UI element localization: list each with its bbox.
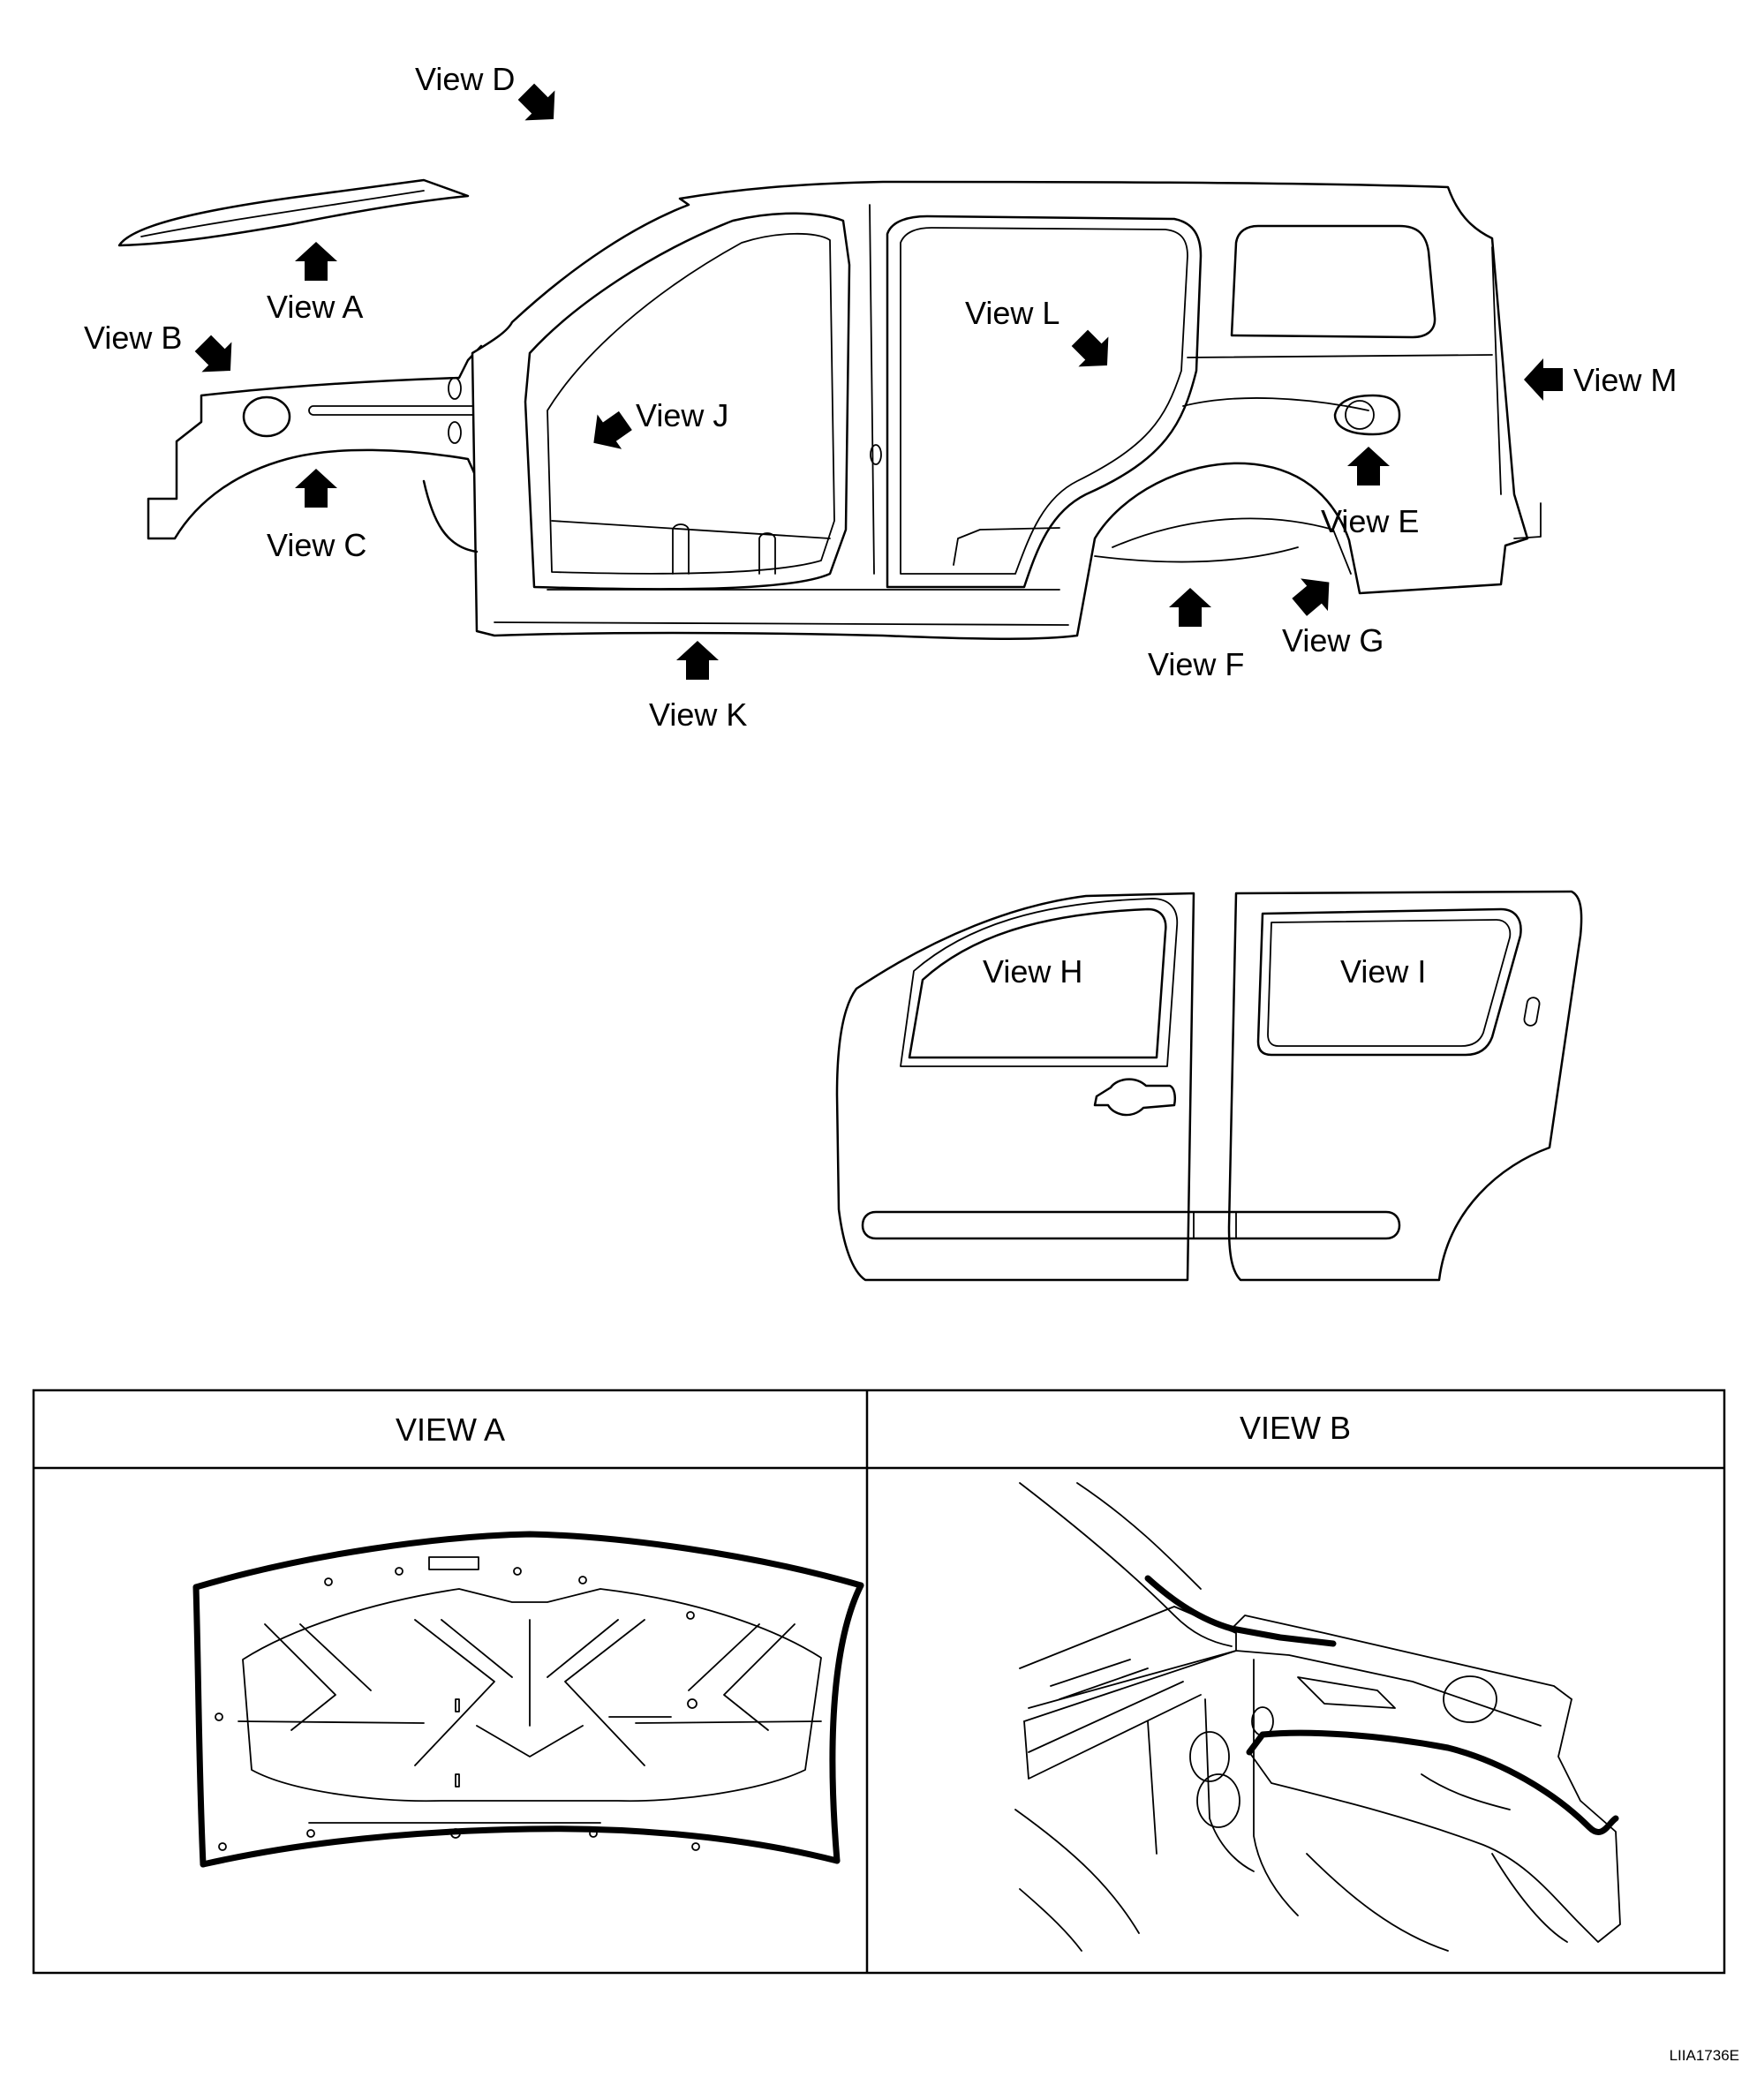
doors-illustration (835, 890, 1583, 1282)
label-view-e: View E (1321, 503, 1419, 539)
front-door (835, 892, 1195, 1282)
view-m-arrow (1524, 358, 1563, 401)
view-b-arrow (187, 327, 245, 386)
view-d-arrow (510, 76, 569, 134)
hood-panel (117, 178, 470, 247)
front-fender-apron (147, 344, 487, 540)
label-view-g: View G (1282, 622, 1384, 659)
label-view-k: View K (649, 696, 747, 733)
label-view-a: View A (267, 289, 363, 325)
view-k-arrow (676, 641, 719, 680)
figure-code: LIIA1736E (1670, 2047, 1739, 2064)
view-a-hood-drawing (192, 1531, 864, 1868)
label-view-c: View C (267, 527, 366, 563)
table-header-view-b: VIEW B (1240, 1410, 1351, 1446)
rear-door-window (1256, 907, 1522, 1057)
fuel-filler-lid (1333, 394, 1401, 436)
label-view-b: View B (84, 320, 182, 356)
table-header-view-a: VIEW A (396, 1411, 505, 1448)
label-view-l: View L (965, 295, 1059, 331)
view-g-arrow (1286, 566, 1343, 624)
front-door-handle (1093, 1078, 1177, 1117)
quarter-window (1230, 224, 1437, 339)
side-molding (861, 1210, 1401, 1240)
label-view-d: View D (415, 61, 515, 97)
table-headers: VIEW A VIEW B (396, 1410, 1351, 1448)
view-b-apron-drawing (1014, 1482, 1621, 1952)
view-c-arrow (295, 469, 337, 508)
table-frame (32, 1389, 1726, 1975)
views-table (32, 1389, 1726, 1975)
view-a-arrow (295, 242, 337, 281)
view-f-arrow (1169, 588, 1211, 627)
front-door-window (908, 907, 1167, 1059)
rear-door (1227, 890, 1583, 1282)
view-labels: View D View A View B View C View J View … (84, 61, 1677, 990)
body-side-illustration (117, 178, 1542, 640)
label-view-i: View I (1340, 953, 1426, 990)
label-view-h: View H (983, 953, 1082, 990)
label-view-m: View M (1573, 362, 1677, 398)
body-side-outer (471, 180, 1529, 640)
label-view-j: View J (636, 397, 728, 433)
label-view-f: View F (1148, 646, 1244, 682)
front-door-opening (524, 212, 851, 591)
